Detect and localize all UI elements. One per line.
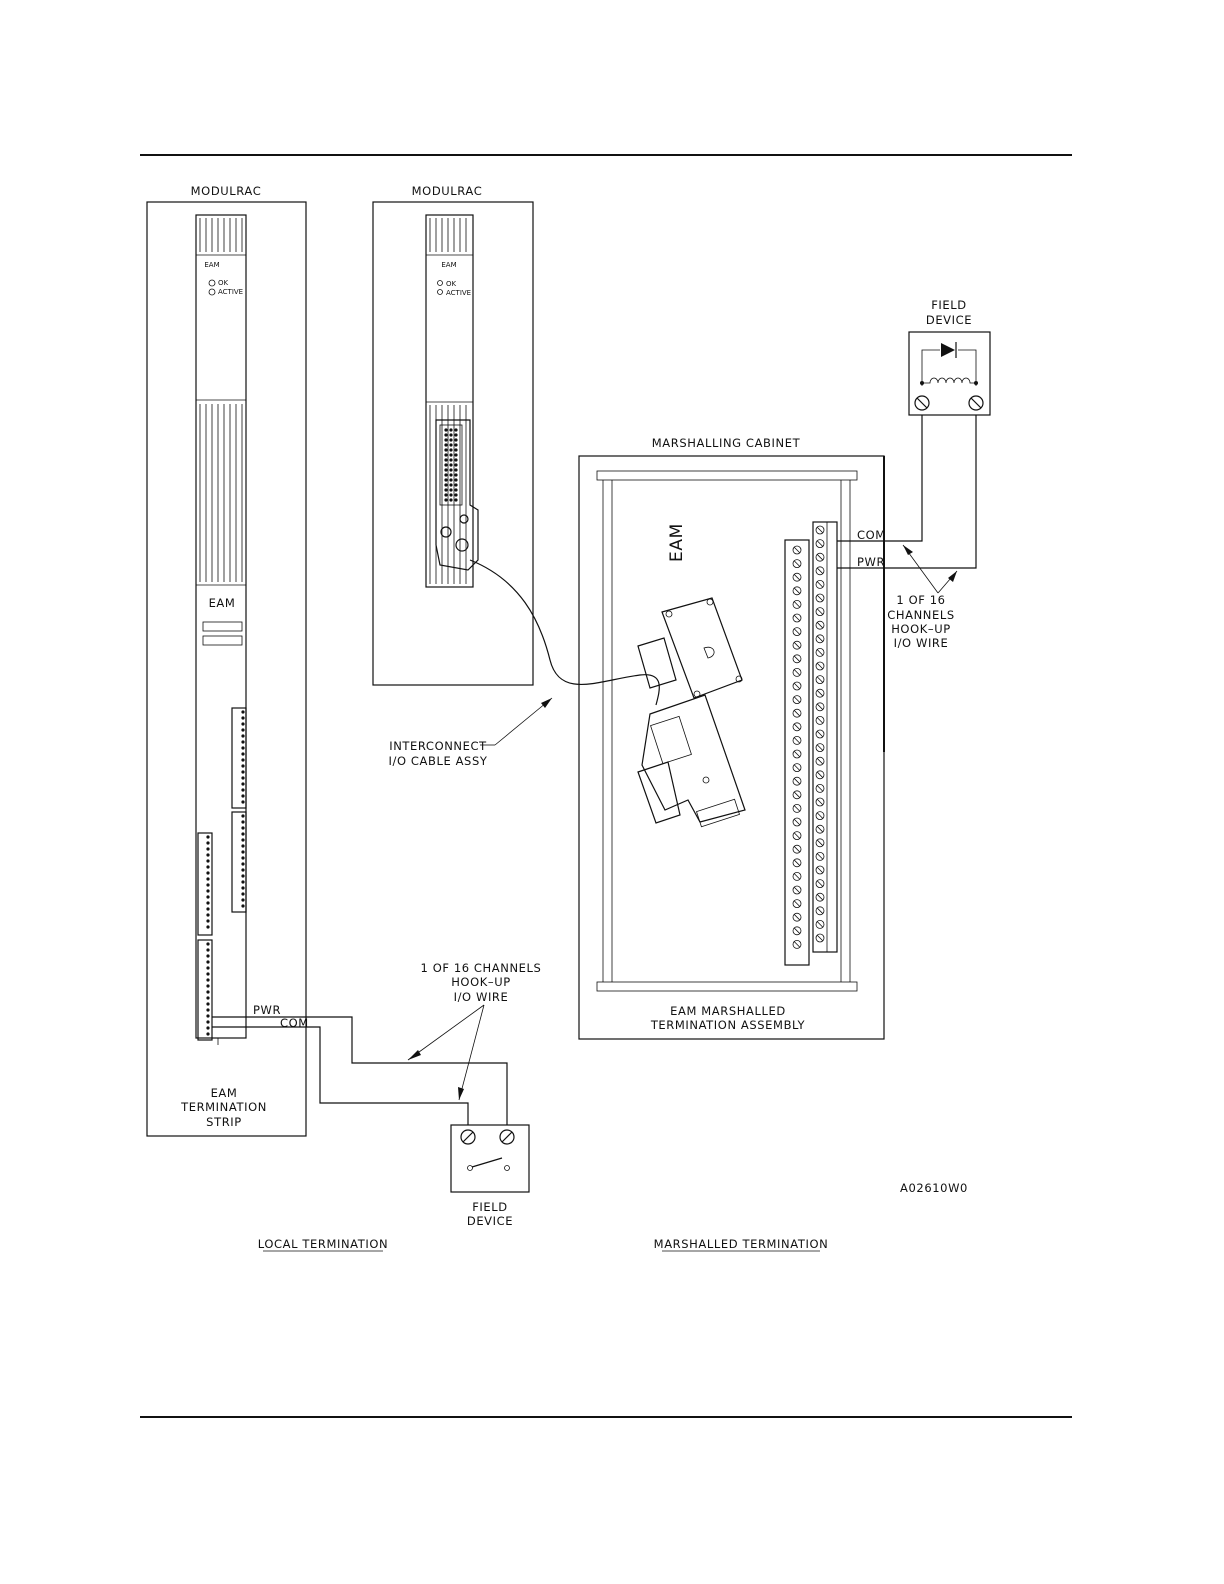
field-device-marsh-label-2: DEVICE bbox=[926, 313, 972, 327]
led-ok-left: OK bbox=[218, 279, 229, 287]
channels-marsh-label-1: 1 OF 16 bbox=[896, 593, 945, 607]
com-local-label: COM bbox=[280, 1016, 309, 1030]
field-device-local bbox=[450, 1124, 530, 1193]
pwr-marsh-label: PWR bbox=[857, 555, 885, 569]
field-device-local-label-2: DEVICE bbox=[467, 1214, 513, 1228]
modulrac-left-label: MODULRAC bbox=[191, 184, 262, 198]
caption-marshalled-termination: MARSHALLED TERMINATION bbox=[654, 1237, 829, 1251]
led-active-left: ACTIVE bbox=[218, 288, 243, 296]
interconnect-cable bbox=[469, 559, 660, 706]
led-active-right: ACTIVE bbox=[446, 289, 471, 297]
modulrac-right bbox=[372, 201, 534, 686]
eam-top-right: EAM bbox=[441, 261, 456, 269]
field-device-marsh bbox=[908, 331, 991, 416]
eam-mid-left: EAM bbox=[209, 596, 236, 610]
termination-strip-label-2: TERMINATION bbox=[180, 1100, 267, 1114]
channels-marsh-label-4: I/O WIRE bbox=[894, 636, 949, 650]
termination-strip-label-1: EAM bbox=[211, 1086, 238, 1100]
channels-marsh-label-2: CHANNELS bbox=[887, 608, 955, 622]
led-ok-right: OK bbox=[446, 280, 457, 288]
field-device-local-label-1: FIELD bbox=[472, 1200, 508, 1214]
pwr-local-label: PWR bbox=[253, 1003, 281, 1017]
marshalling-cabinet-label: MARSHALLING CABINET bbox=[652, 436, 801, 450]
com-marsh-label: COM bbox=[857, 528, 886, 542]
channels-marsh-label-3: HOOK–UP bbox=[891, 622, 951, 636]
mta-label-2: TERMINATION ASSEMBLY bbox=[650, 1018, 806, 1032]
marshalled-hookup-wires bbox=[837, 415, 977, 594]
mta-label-1: EAM MARSHALLED bbox=[670, 1004, 786, 1018]
channels-local-label-2: HOOK–UP bbox=[451, 975, 511, 989]
termination-strip-label-3: STRIP bbox=[206, 1115, 242, 1129]
channels-local-label-1: 1 OF 16 CHANNELS bbox=[421, 961, 542, 975]
marshalling-cabinet bbox=[578, 455, 885, 1040]
field-device-marsh-label-1: FIELD bbox=[931, 298, 967, 312]
modulrac-left bbox=[146, 201, 307, 1137]
eam-top-left: EAM bbox=[204, 261, 219, 269]
interconnect-label-2: I/O CABLE ASSY bbox=[389, 754, 488, 768]
caption-local-termination: LOCAL TERMINATION bbox=[258, 1237, 388, 1251]
channels-local-label-3: I/O WIRE bbox=[454, 990, 509, 1004]
eam-cabinet-label: EAM bbox=[667, 523, 687, 562]
modulrac-right-label: MODULRAC bbox=[412, 184, 483, 198]
interconnect-label-1: INTERCONNECT bbox=[389, 739, 487, 753]
figure-code: A02610W0 bbox=[900, 1181, 968, 1195]
local-hookup-wires bbox=[212, 1004, 508, 1125]
